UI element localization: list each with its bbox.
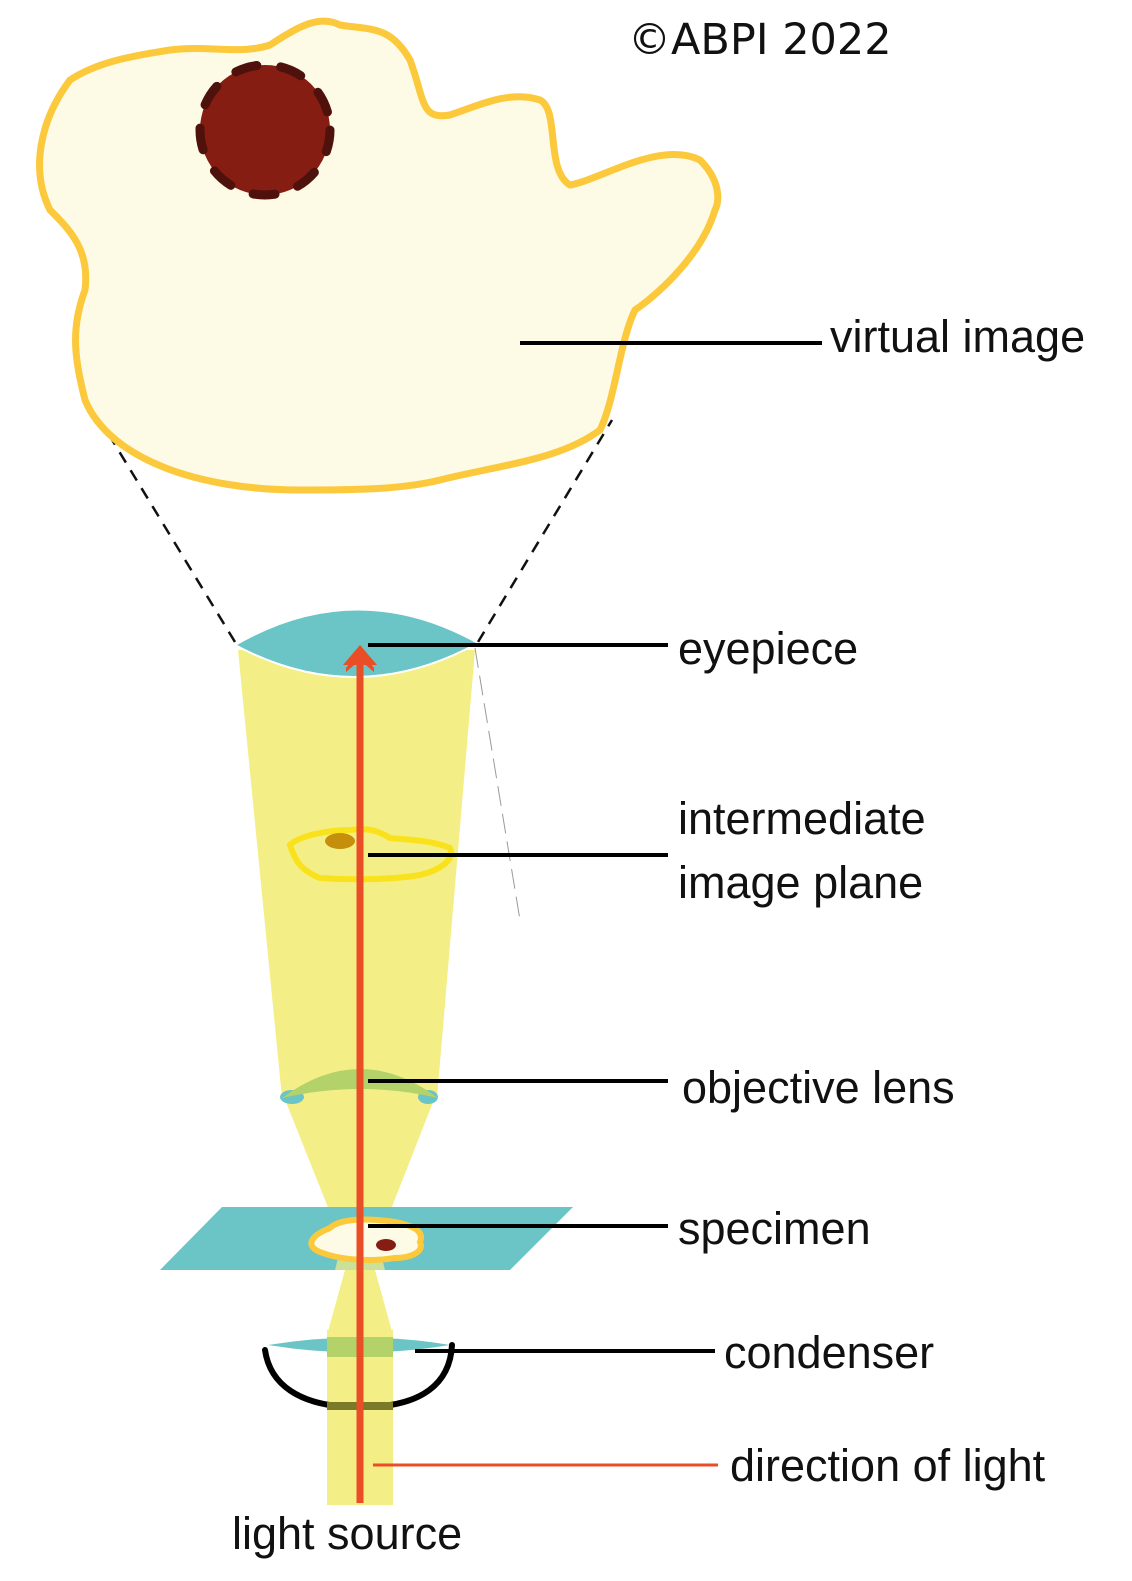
label-virtual-image: virtual image [830, 311, 1085, 362]
virtual-image-cell [36, 17, 722, 494]
nucleus [195, 60, 335, 200]
faint-ray-line [474, 647, 521, 921]
label-condenser: condenser [724, 1327, 934, 1378]
label-light-source: light source [232, 1508, 462, 1559]
copyright-text: ©ABPI 2022 [628, 15, 892, 65]
light-direction-arrow [343, 645, 377, 1503]
label-specimen: specimen [678, 1203, 871, 1254]
label-direction-of-light: direction of light [730, 1440, 1046, 1491]
leader-lines [368, 341, 822, 1353]
label-intermediate: intermediate [678, 793, 926, 844]
specimen [308, 1216, 424, 1263]
label-image-plane: image plane [678, 857, 923, 908]
projection-lines [98, 419, 614, 643]
label-objective-lens: objective lens [682, 1062, 955, 1113]
label-eyepiece: eyepiece [678, 623, 858, 674]
